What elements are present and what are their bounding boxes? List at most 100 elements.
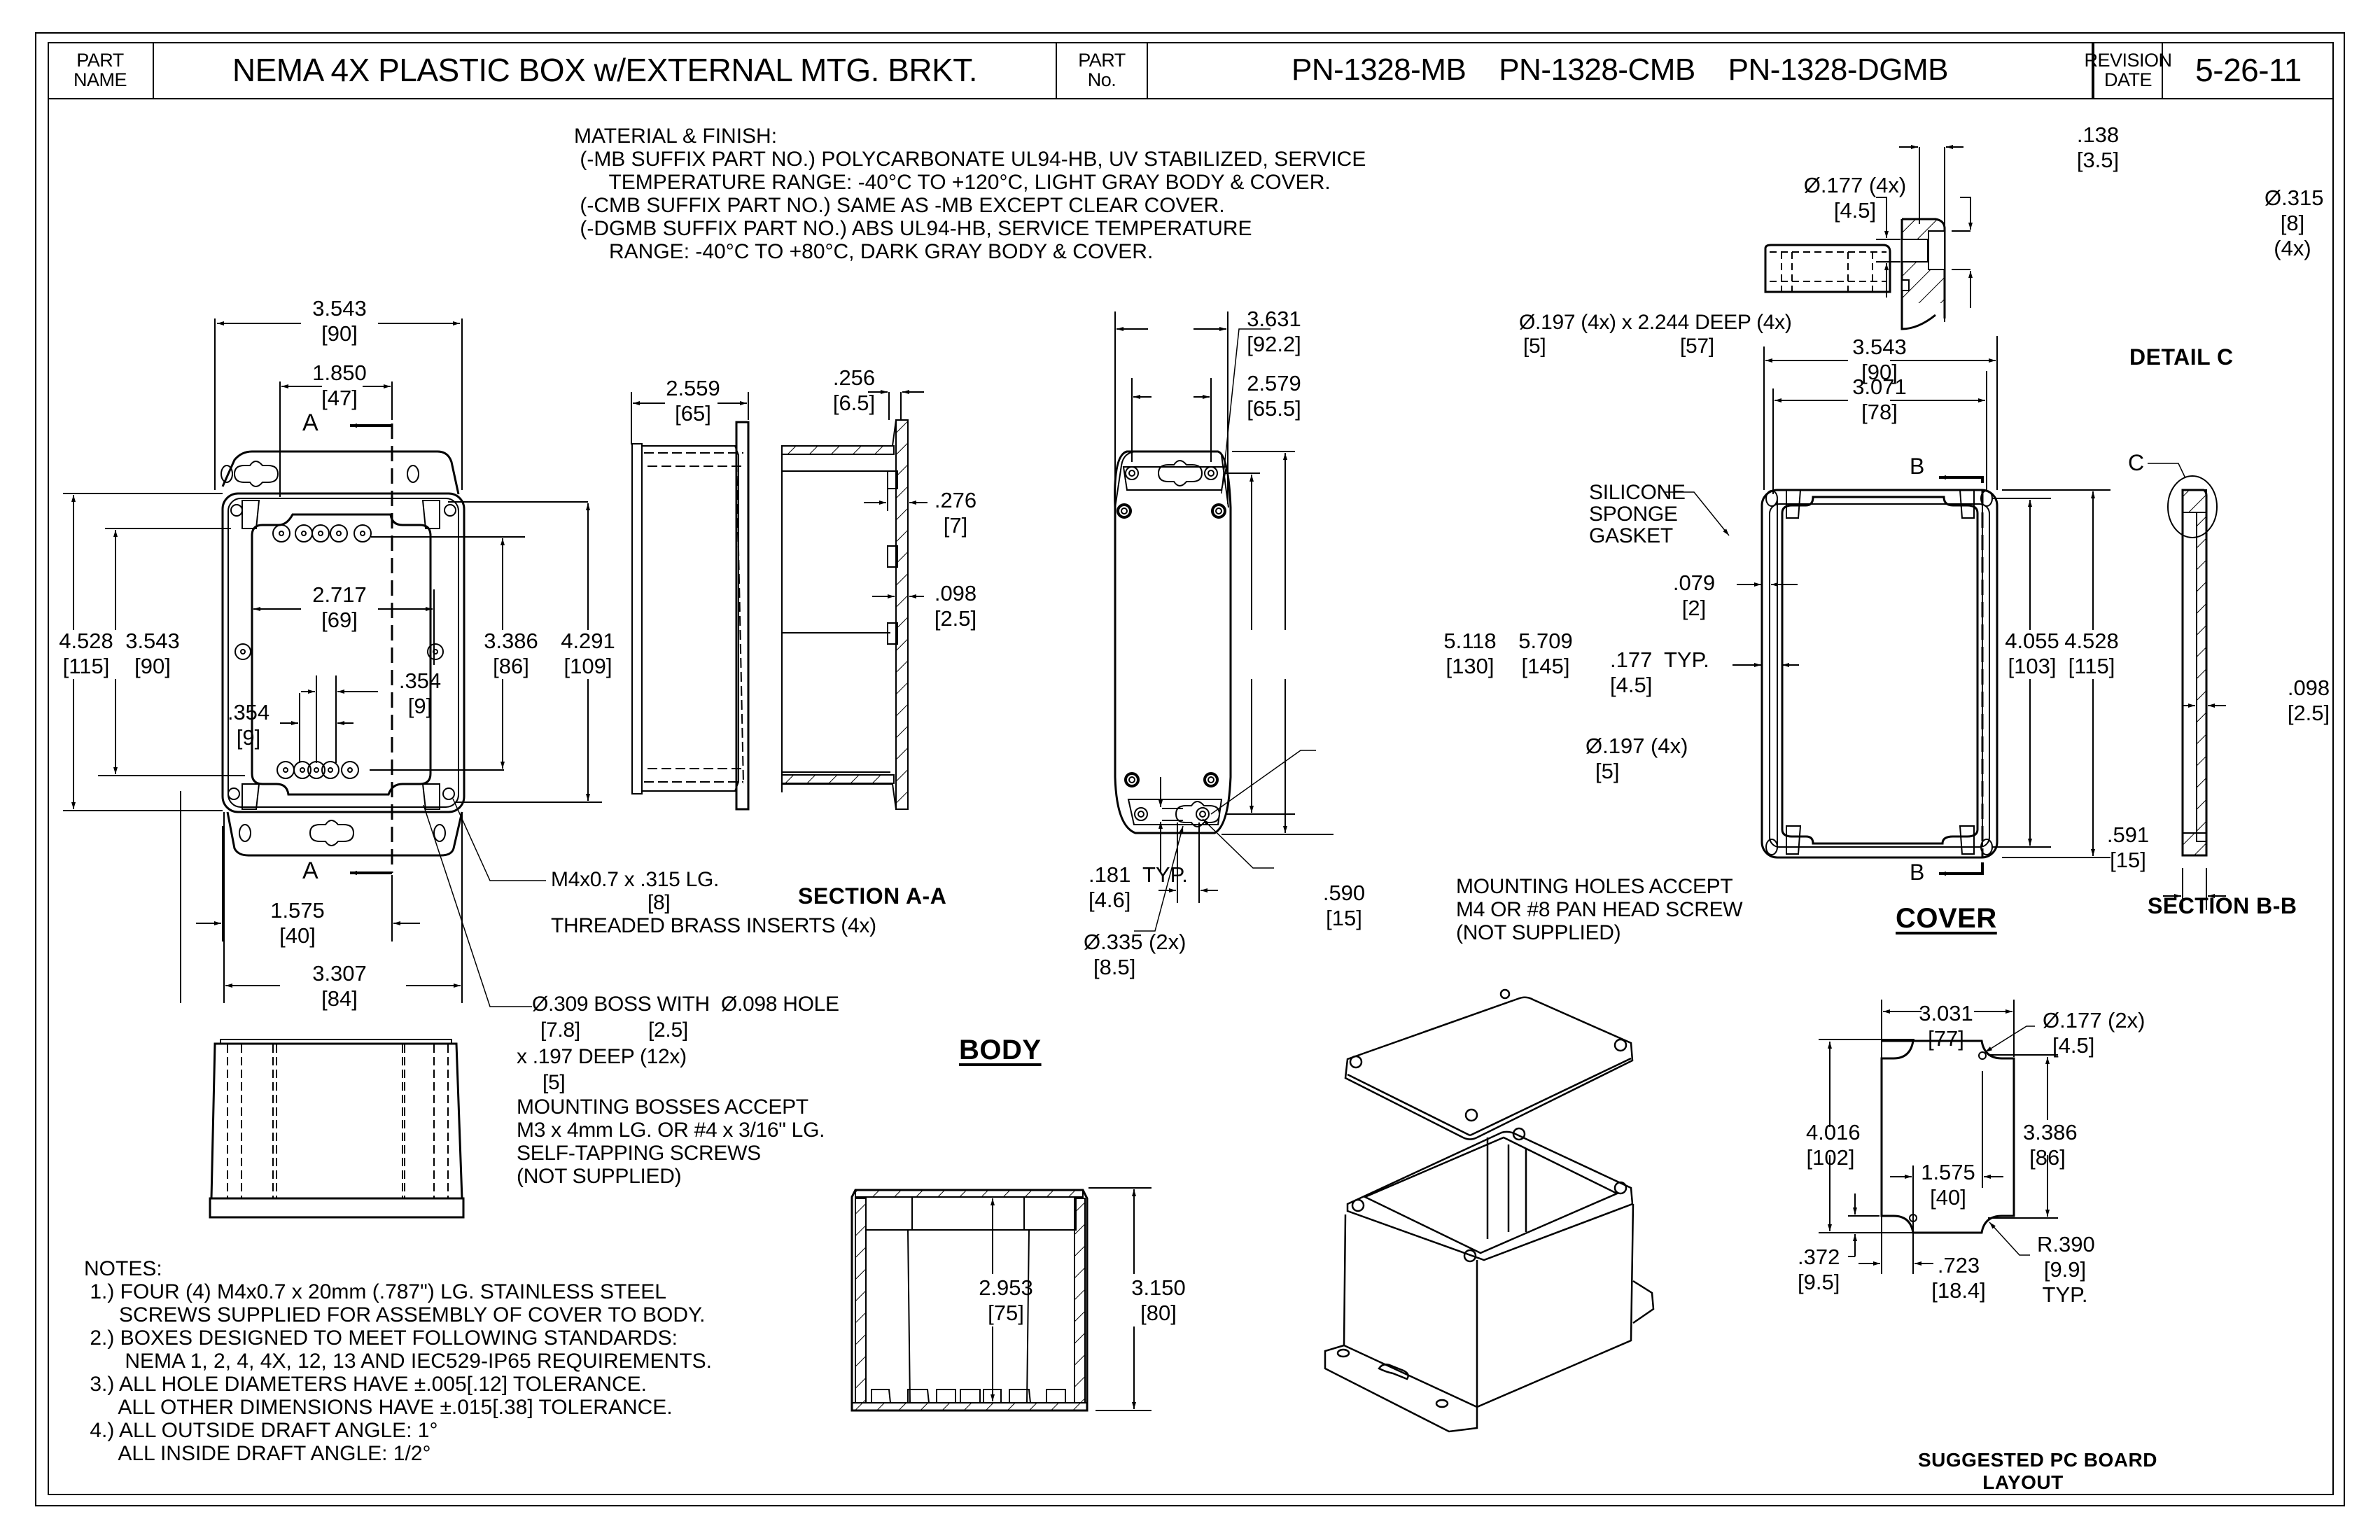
revision-date: 5-26-11 <box>2195 52 2302 88</box>
isometric-view <box>1325 990 1653 1432</box>
section-bb-view <box>2148 463 2226 910</box>
dim-pcb-hole-pitch: 3.386[86] <box>2023 1120 2078 1170</box>
section-a-marker-top: A <box>302 410 318 436</box>
body-section-front-view <box>852 1188 1152 1410</box>
cover-side-view <box>1765 245 1890 292</box>
detail-c-label: DETAIL C <box>2129 344 2234 370</box>
note-line-4: NEMA 1, 2, 4, 4X, 12, 13 AND IEC529-IP65… <box>84 1350 713 1373</box>
dim-pcb-length: 4.016[102] <box>1806 1120 1861 1170</box>
gasket-label: SILICONE SPONGE GASKET <box>1589 481 1686 547</box>
dim-keyhole-diameter: Ø.335 (2x)[8.5] <box>1084 930 1186 979</box>
cover-view <box>1665 336 2110 876</box>
part-numbers: PN-1328-MB PN-1328-CMB PN-1328-DGMB <box>1148 42 2093 98</box>
callout-insert-line-1: M4x0.7 x .315 LG. <box>551 868 720 891</box>
dim-cover-rim: .177 TYP.[4.5] <box>1610 648 1709 697</box>
note-line-5: 3.) ALL HOLE DIAMETERS HAVE ±.005[.12] T… <box>84 1373 647 1396</box>
callout-boss-note-4: (NOT SUPPLIED) <box>517 1165 682 1188</box>
callout-boss-note-1: MOUNTING BOSSES ACCEPT <box>517 1096 808 1119</box>
dim-inner-length: 3.543[90] <box>125 629 180 678</box>
dim-boss-height: .276[7] <box>934 488 977 538</box>
callout-deep-hole-mm-2: [57] <box>1680 335 1714 358</box>
dim-cover-hole-diameter: Ø.177 (4x)[4.5] <box>1803 173 1907 223</box>
drawing-border-inner <box>48 42 2334 1495</box>
callout-mounting-3: (NOT SUPPLIED) <box>1456 921 1621 944</box>
revision-label: REVISION DATE <box>2084 42 2172 98</box>
callout-boss-depth-mm: [5] <box>542 1071 566 1094</box>
dim-pcb-width: 3.031[77] <box>1919 1001 1973 1051</box>
dim-pcb-hole-diameter: Ø.177 (2x)[4.5] <box>2043 1008 2146 1058</box>
dim-boss-spacing-vertical: 3.386[86] <box>484 629 538 678</box>
dim-body-width: 3.543[90] <box>312 296 367 346</box>
callout-mounting-2: M4 OR #8 PAN HEAD SCREW <box>1456 898 1743 921</box>
part-name-label: PART NAME <box>48 42 154 98</box>
dim-boss-pitch-right: .354[9] <box>398 668 442 718</box>
section-b-marker-bottom: B <box>1910 860 1925 885</box>
dim-mounting-hole-pitch: 5.118[130] <box>1443 629 1497 678</box>
material-finish-line-3: (-CMB SUFFIX PART NO.) SAME AS -MB EXCEP… <box>574 194 1225 217</box>
section-aa-view <box>782 390 927 809</box>
notes-heading: NOTES: <box>84 1257 162 1280</box>
dim-cover-wall: .098[2.5] <box>2287 676 2330 725</box>
dim-pcb-notch-offset: .723[18.4] <box>1931 1253 1986 1303</box>
section-bb-label: SECTION B-B <box>2148 893 2297 918</box>
callout-insert-line-2: THREADED BRASS INSERTS (4x) <box>551 914 876 937</box>
dim-pcb-corner-radius: R.390[9.9]TYP. <box>2037 1232 2095 1307</box>
dim-body-depth: 2.559[65] <box>666 376 720 426</box>
dim-flange-overall-width: 3.631[92.2] <box>1247 307 1301 356</box>
cover-label: COVER <box>1896 903 1997 934</box>
dim-cover-hole-pitch: 4.055[103] <box>2005 629 2059 678</box>
dim-wall-thickness: .098[2.5] <box>934 581 977 631</box>
dim-boss-pitch-left: .354[9] <box>227 700 270 750</box>
callout-deep-hole-mm-1: [5] <box>1523 335 1546 358</box>
dim-cover-height: .591[15] <box>2106 822 2150 872</box>
dim-detail-c-step: .138[3.5] <box>2076 122 2120 172</box>
drawing-border-outer <box>35 32 2345 1506</box>
dim-boss-spacing-horizontal: 2.717[69] <box>312 582 367 632</box>
note-line-7: 4.) ALL OUTSIDE DRAFT ANGLE: 1° <box>84 1419 438 1442</box>
note-line-6: ALL OTHER DIMENSIONS HAVE ±.015[.38] TOL… <box>84 1396 673 1419</box>
dim-slot-length: .590[15] <box>1322 881 1366 930</box>
pcb-layout-view <box>1819 1000 2058 1274</box>
callout-deep-hole: Ø.197 (4x) x 2.244 DEEP (4x) <box>1519 311 1792 334</box>
dim-gasket-width: .079[2] <box>1672 570 1716 620</box>
callout-insert-mm: [8] <box>648 891 671 914</box>
material-finish-line-2: TEMPERATURE RANGE: -40°C TO +120°C, LIGH… <box>574 171 1331 194</box>
body-elevation-view <box>210 1040 463 1217</box>
material-finish-heading: MATERIAL & FINISH: <box>574 125 778 148</box>
dim-overall-height: 3.150[80] <box>1131 1275 1186 1325</box>
dim-mounting-hole-spacing: 2.579[65.5] <box>1247 371 1301 421</box>
detail-c-marker: C <box>2128 450 2144 475</box>
dim-insert-spacing: 4.291[109] <box>561 629 615 678</box>
note-line-2: SCREWS SUPPLIED FOR ASSEMBLY OF COVER TO… <box>84 1303 706 1326</box>
dim-pcb-notch-depth: .372[9.5] <box>1798 1245 1840 1294</box>
callout-boss-line-1: Ø.309 BOSS WITH Ø.098 HOLE <box>532 993 839 1016</box>
dim-cover-length: 4.528[115] <box>2064 629 2119 678</box>
dim-cover-hole-spacing: 3.071[78] <box>1852 374 1907 424</box>
dim-pcb-hole-offset: 1.575[40] <box>1921 1160 1975 1210</box>
note-line-8: ALL INSIDE DRAFT ANGLE: 1/2° <box>84 1442 431 1465</box>
dim-mounting-hole-diameter: Ø.197 (4x)[5] <box>1586 734 1688 783</box>
body-label: BODY <box>959 1035 1042 1065</box>
body-side-view <box>631 392 748 809</box>
callout-boss-mm-2: [2.5] <box>648 1018 688 1042</box>
note-line-1: 1.) FOUR (4) M4x0.7 x 20mm (.787") LG. S… <box>84 1280 666 1303</box>
callout-boss-mm-1: [7.8] <box>540 1018 580 1042</box>
dim-flange-hole-spacing: 1.850[47] <box>312 360 367 410</box>
part-name: NEMA 4X PLASTIC BOX w/EXTERNAL MTG. BRKT… <box>154 42 1057 98</box>
pcb-layout-label: SUGGESTED PC BOARD LAYOUT <box>1918 1449 2157 1493</box>
body-top-view <box>63 318 602 1007</box>
material-finish-line-4: (-DGMB SUFFIX PART NO.) ABS UL94-HB, SER… <box>574 217 1252 240</box>
dim-flange-width: 3.307[84] <box>312 961 367 1011</box>
callout-mounting-1: MOUNTING HOLES ACCEPT <box>1456 875 1733 898</box>
dim-overall-length: 5.709[145] <box>1518 629 1573 678</box>
dim-counterbore-diameter: Ø.315[8](4x) <box>2264 186 2324 260</box>
dim-cover-width: 3.543[90] <box>1852 335 1907 384</box>
note-line-3: 2.) BOXES DESIGNED TO MEET FOLLOWING STA… <box>84 1326 678 1350</box>
body-bottom-view <box>1115 312 1334 931</box>
material-finish-line-5: RANGE: -40°C TO +80°C, DARK GRAY BODY & … <box>574 240 1154 263</box>
dim-section-offset: 1.575[40] <box>270 898 325 948</box>
callout-boss-note-3: SELF-TAPPING SCREWS <box>517 1142 761 1165</box>
callout-boss-depth: x .197 DEEP (12x) <box>517 1045 687 1068</box>
material-finish-line-1: (-MB SUFFIX PART NO.) POLYCARBONATE UL94… <box>574 148 1366 171</box>
